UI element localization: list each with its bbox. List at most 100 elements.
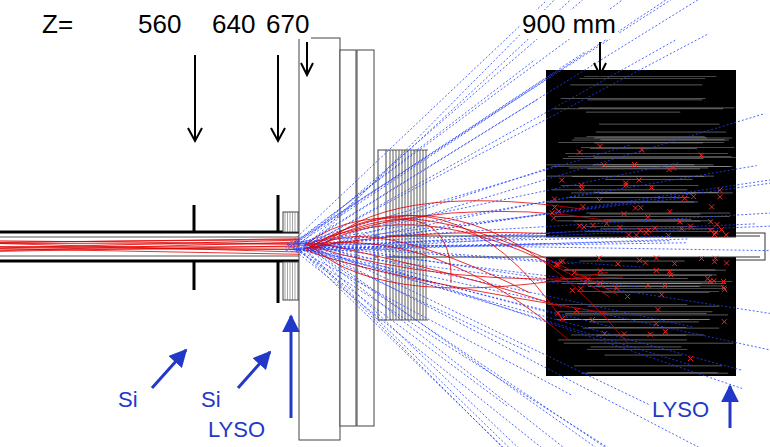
crystal-line bbox=[581, 147, 735, 148]
crystal-line bbox=[548, 304, 687, 305]
crystal-line bbox=[599, 124, 720, 125]
hit-marker bbox=[572, 270, 577, 275]
hit-marker bbox=[722, 319, 727, 324]
hit-marker bbox=[712, 259, 717, 264]
track bbox=[295, 0, 733, 242]
layer bbox=[423, 150, 424, 320]
hit-marker bbox=[614, 286, 619, 291]
hit-marker bbox=[654, 321, 659, 326]
track bbox=[299, 244, 530, 352]
crystal-line bbox=[590, 214, 701, 215]
crystal-line bbox=[590, 321, 699, 322]
track bbox=[314, 243, 770, 313]
crystal-line bbox=[583, 328, 719, 329]
crystal-line bbox=[599, 193, 695, 194]
beam-hole bbox=[546, 237, 736, 257]
hit-marker bbox=[699, 153, 704, 158]
hit-marker bbox=[717, 194, 722, 199]
hit-marker bbox=[655, 307, 660, 312]
hit-marker bbox=[633, 206, 638, 211]
layer bbox=[393, 150, 394, 320]
hit-marker bbox=[598, 268, 603, 273]
layer bbox=[390, 150, 391, 320]
forward-plates bbox=[299, 38, 428, 440]
track bbox=[303, 219, 451, 283]
hit-marker bbox=[691, 194, 696, 199]
hit-marker bbox=[667, 269, 672, 274]
track bbox=[298, 166, 757, 244]
hatch bbox=[297, 212, 298, 232]
crystal-line bbox=[605, 179, 693, 180]
hatch bbox=[290, 212, 291, 232]
crystal-line bbox=[552, 189, 688, 190]
hatch bbox=[295, 212, 296, 232]
crystal-line bbox=[584, 76, 716, 77]
part-label: LYSO bbox=[650, 398, 711, 422]
crystal-line bbox=[553, 108, 723, 109]
crystal-line bbox=[594, 142, 703, 143]
hit-marker bbox=[637, 258, 642, 263]
crystal-line bbox=[563, 319, 709, 320]
track bbox=[287, 244, 666, 447]
hatch bbox=[287, 262, 288, 300]
hit-marker bbox=[560, 316, 565, 321]
track bbox=[309, 225, 610, 297]
hit-marker bbox=[699, 256, 704, 261]
track bbox=[306, 215, 563, 320]
hit-marker bbox=[722, 287, 727, 292]
hit-marker bbox=[672, 261, 677, 266]
hit-marker bbox=[643, 260, 648, 265]
label-arrows bbox=[152, 316, 730, 428]
hit-marker bbox=[717, 188, 722, 193]
particle-tracks bbox=[0, 239, 300, 255]
crystal-line bbox=[578, 291, 719, 292]
hatch bbox=[285, 212, 286, 232]
crystal-line bbox=[574, 138, 732, 139]
hatch bbox=[292, 262, 293, 300]
track bbox=[312, 243, 742, 389]
part-label: Si bbox=[116, 388, 140, 412]
crystal-line bbox=[570, 84, 702, 85]
track bbox=[311, 243, 657, 409]
hit-marker bbox=[623, 180, 628, 185]
track bbox=[299, 249, 559, 283]
crystal-line bbox=[564, 343, 734, 344]
crystal-line bbox=[561, 98, 706, 99]
hit-marker bbox=[622, 331, 627, 336]
crystal-line bbox=[569, 167, 709, 168]
crystal-line bbox=[572, 140, 729, 141]
track bbox=[304, 211, 609, 245]
crystal-line bbox=[551, 281, 732, 282]
silicon-planes bbox=[194, 195, 278, 303]
hit-marker bbox=[574, 308, 579, 313]
small-lyso-ring bbox=[283, 212, 299, 300]
crystal-line bbox=[558, 339, 687, 340]
crystal-line bbox=[546, 176, 714, 177]
layer bbox=[396, 150, 397, 320]
hit-marker bbox=[551, 216, 556, 221]
hit-marker bbox=[570, 288, 575, 293]
hatch bbox=[290, 262, 291, 300]
hit-marker bbox=[578, 286, 583, 291]
track bbox=[0, 246, 300, 251]
track bbox=[296, 243, 688, 249]
hit-marker bbox=[654, 268, 659, 273]
hit-marker bbox=[585, 277, 590, 282]
track bbox=[309, 34, 708, 244]
hit-marker bbox=[713, 230, 718, 235]
hit-marker bbox=[577, 150, 582, 155]
crystal-line bbox=[596, 132, 726, 133]
crystal-line bbox=[547, 201, 699, 202]
crystal-line bbox=[568, 156, 731, 157]
crystal-line bbox=[586, 112, 680, 113]
track bbox=[0, 240, 300, 243]
hit-marker bbox=[622, 211, 627, 216]
track bbox=[0, 239, 300, 243]
layer bbox=[386, 320, 428, 321]
track bbox=[302, 180, 770, 250]
track bbox=[286, 183, 770, 250]
track bbox=[298, 242, 643, 447]
hit-marker bbox=[671, 165, 676, 170]
hit-marker bbox=[708, 279, 713, 284]
